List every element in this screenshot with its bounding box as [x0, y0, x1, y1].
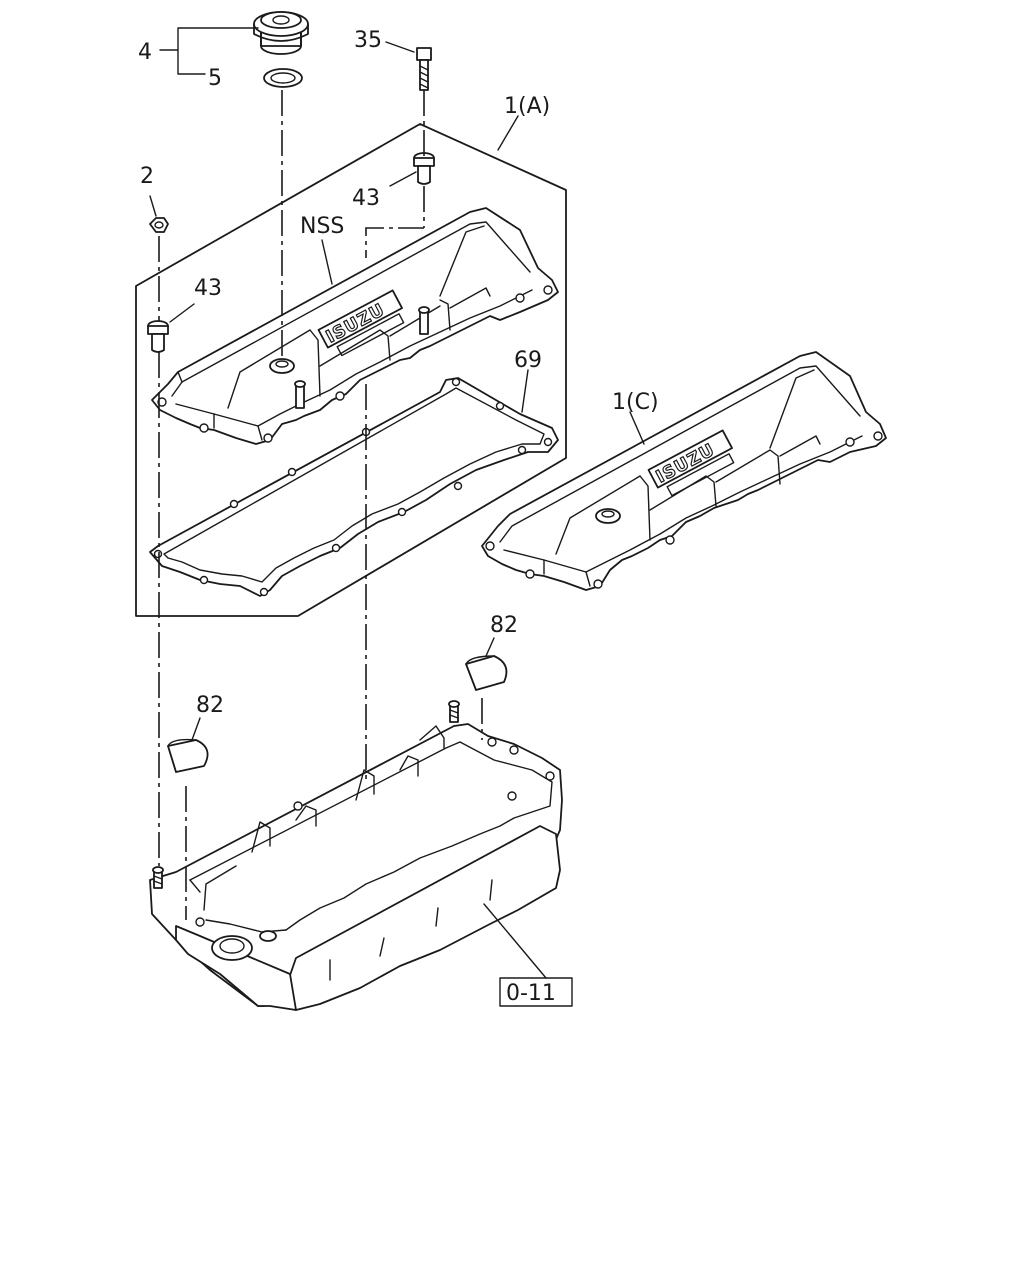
label-1c: 1(C): [612, 390, 659, 415]
rubber-plug-82-left: [167, 738, 209, 773]
label-nss: NSS: [300, 214, 344, 239]
grommet-43-left: [147, 320, 169, 353]
assembly-boundary: [135, 123, 567, 617]
stud-cover-a-2: [418, 306, 430, 335]
nut-2: [149, 217, 169, 233]
label-82-right: 82: [490, 613, 518, 638]
label-43-left: 43: [194, 276, 222, 301]
oil-filler-cap: [253, 11, 309, 55]
bracket-4-5: [159, 27, 259, 75]
label-35: 35: [354, 28, 382, 53]
label-reference: 0-11: [506, 981, 556, 1006]
label-2: 2: [140, 164, 154, 189]
stud-head-left: [152, 866, 164, 889]
rocker-cover-a: ISUZU: [151, 207, 559, 445]
centerline-cover-link: [365, 227, 424, 258]
o-ring: [263, 68, 303, 88]
label-69: 69: [514, 348, 542, 373]
bolt-35: [416, 47, 432, 91]
reference-box: [499, 977, 573, 1007]
stud-cover-a-1: [294, 380, 306, 409]
stud-head-right: [448, 700, 460, 723]
label-43-upper: 43: [352, 186, 380, 211]
label-82-left: 82: [196, 693, 224, 718]
label-4: 4: [138, 40, 152, 65]
label-1a: 1(A): [504, 94, 550, 119]
rocker-cover-c: ISUZU: [481, 351, 887, 591]
rubber-plug-82-right: [465, 655, 508, 691]
cylinder-head: [149, 700, 563, 1011]
label-5: 5: [208, 66, 222, 91]
grommet-43-upper: [413, 152, 435, 185]
